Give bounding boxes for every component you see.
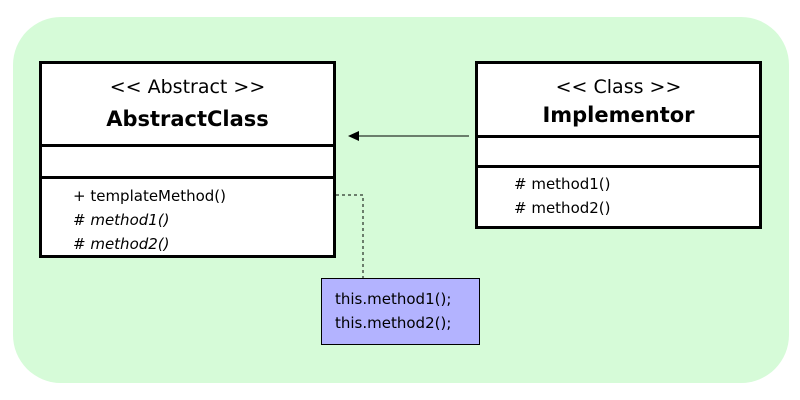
operation-method2: # method2(): [73, 235, 170, 253]
abstract-class-header: << Abstract >> AbstractClass: [42, 64, 333, 147]
operation-method1: # method1(): [73, 211, 170, 229]
implementor-stereotype: << Class >>: [555, 76, 682, 98]
implementor-header: << Class >> Implementor: [478, 64, 759, 138]
abstract-class-box: << Abstract >> AbstractClass + templateM…: [39, 61, 336, 258]
operation-template-method: + templateMethod(): [73, 187, 227, 205]
implementor-class-box: << Class >> Implementor # method1() # me…: [475, 61, 762, 229]
implementor-operations: # method1() # method2(): [478, 168, 759, 220]
note-line-method2: this.method2();: [335, 314, 452, 332]
implementor-name: Implementor: [542, 103, 695, 127]
abstract-class-name: AbstractClass: [106, 107, 269, 131]
implementor-operation-method1: # method1(): [514, 175, 611, 193]
abstract-class-operations: + templateMethod() # method1() # method2…: [42, 179, 333, 256]
code-note: this.method1(); this.method2();: [321, 278, 480, 345]
note-line-method1: this.method1();: [335, 290, 452, 308]
implementor-operation-method2: # method2(): [514, 199, 611, 217]
abstract-class-attributes: [42, 147, 333, 179]
abstract-class-stereotype: << Abstract >>: [109, 76, 266, 98]
implementor-attributes: [478, 138, 759, 168]
